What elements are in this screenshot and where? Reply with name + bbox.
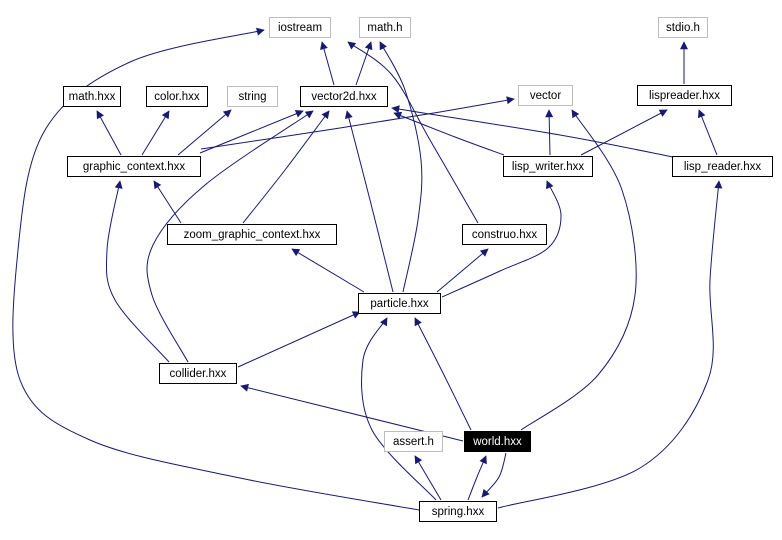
node-label: string — [238, 90, 267, 103]
node-label: construo.hxx — [471, 228, 538, 241]
edge-spring-hxx--lisp-reader-hxx — [497, 180, 723, 509]
node-label: world.hxx — [473, 435, 522, 448]
edge-spring-hxx--world-hxx — [467, 455, 487, 501]
node-label: graphic_context.hxx — [82, 160, 186, 173]
node-label: stdio.h — [666, 21, 700, 34]
node-label: collider.hxx — [169, 367, 227, 380]
node-label: lisp_writer.hxx — [511, 160, 585, 173]
node-label: color.hxx — [154, 90, 200, 103]
node-lispreader-hxx[interactable]: lispreader.hxx — [637, 85, 732, 106]
node-label: assert.h — [393, 435, 434, 448]
edge-lisp-reader-hxx--vector2d-hxx — [391, 105, 674, 158]
node-math-h: math.h — [359, 17, 411, 38]
node-label: lispreader.hxx — [649, 89, 720, 102]
node-graphic-context-hxx[interactable]: graphic_context.hxx — [67, 156, 201, 177]
edge-particle-hxx--lisp-writer-hxx — [441, 180, 562, 298]
edge-particle-hxx--zoom-graphic-context-hxx — [291, 248, 365, 293]
node-assert-h: assert.h — [384, 431, 443, 452]
edge-world-hxx--particle-hxx — [414, 317, 472, 431]
edge-collider-hxx--graphic-context-hxx — [105, 180, 170, 363]
edge-graphic-context-hxx--vector2d-hxx — [199, 110, 304, 154]
node-label: vector2d.hxx — [311, 90, 377, 103]
node-spring-hxx[interactable]: spring.hxx — [419, 501, 497, 522]
edge-particle-hxx--vector2d-hxx — [344, 110, 394, 293]
node-label: iostream — [277, 21, 323, 34]
node-zoom-graphic-context-hxx[interactable]: zoom_graphic_context.hxx — [167, 224, 337, 245]
edge-lisp-writer-hxx--vector — [545, 109, 554, 156]
node-label: lisp_reader.hxx — [683, 160, 762, 173]
edge-spring-hxx--iostream — [12, 27, 420, 511]
edge-construo-hxx--iostream — [347, 41, 479, 224]
node-label: vector — [529, 89, 562, 102]
node-vector: vector — [518, 85, 573, 106]
node-string: string — [227, 86, 278, 107]
edge-lisp-writer-hxx--vector2d-hxx — [393, 111, 505, 156]
node-collider-hxx[interactable]: collider.hxx — [159, 363, 237, 384]
node-construo-hxx[interactable]: construo.hxx — [462, 224, 547, 245]
node-math-hxx[interactable]: math.hxx — [63, 86, 121, 107]
node-label: math.hxx — [68, 90, 116, 103]
edge-vector2d-hxx--iostream — [320, 41, 335, 86]
edge-lisp-reader-hxx--lispreader-hxx — [697, 109, 718, 156]
node-lisp-reader-hxx[interactable]: lisp_reader.hxx — [672, 156, 773, 177]
edge-graphic-context-hxx--string — [177, 109, 232, 156]
edge-collider-hxx--vector2d-hxx — [146, 110, 314, 363]
edge-lisp-writer-hxx--lispreader-hxx — [580, 109, 668, 156]
node-vector2d-hxx[interactable]: vector2d.hxx — [300, 86, 388, 107]
node-particle-hxx[interactable]: particle.hxx — [358, 293, 441, 314]
edge-world-hxx--spring-hxx — [481, 452, 507, 498]
edge-spring-hxx--assert-h — [414, 455, 442, 501]
node-label: math.h — [367, 21, 403, 34]
node-world-hxx: world.hxx — [464, 431, 531, 452]
node-label: zoom_graphic_context.hxx — [183, 228, 321, 241]
edge-zoom-graphic-context-hxx--graphic-context-hxx — [153, 180, 182, 224]
node-label: particle.hxx — [370, 297, 429, 310]
node-stdio-h: stdio.h — [658, 17, 708, 38]
edge-collider-hxx--particle-hxx — [237, 311, 361, 368]
edge-graphic-context-hxx--math-hxx — [96, 110, 122, 156]
edge-particle-hxx--math-h — [379, 41, 423, 293]
edge-spring-hxx--particle-hxx — [361, 317, 437, 501]
edge-world-hxx--vector — [520, 109, 637, 431]
edge-zoom-graphic-context-hxx--vector2d-hxx — [242, 110, 330, 224]
node-label: spring.hxx — [431, 505, 485, 518]
edge-particle-hxx--construo-hxx — [436, 248, 489, 293]
node-lisp-writer-hxx[interactable]: lisp_writer.hxx — [503, 156, 593, 177]
node-color-hxx[interactable]: color.hxx — [146, 86, 208, 107]
edge-vector2d-hxx--math-h — [355, 41, 373, 86]
node-iostream: iostream — [269, 17, 331, 38]
edge-graphic-context-hxx--vector — [200, 96, 515, 150]
edge-graphic-context-hxx--color-hxx — [141, 110, 170, 156]
